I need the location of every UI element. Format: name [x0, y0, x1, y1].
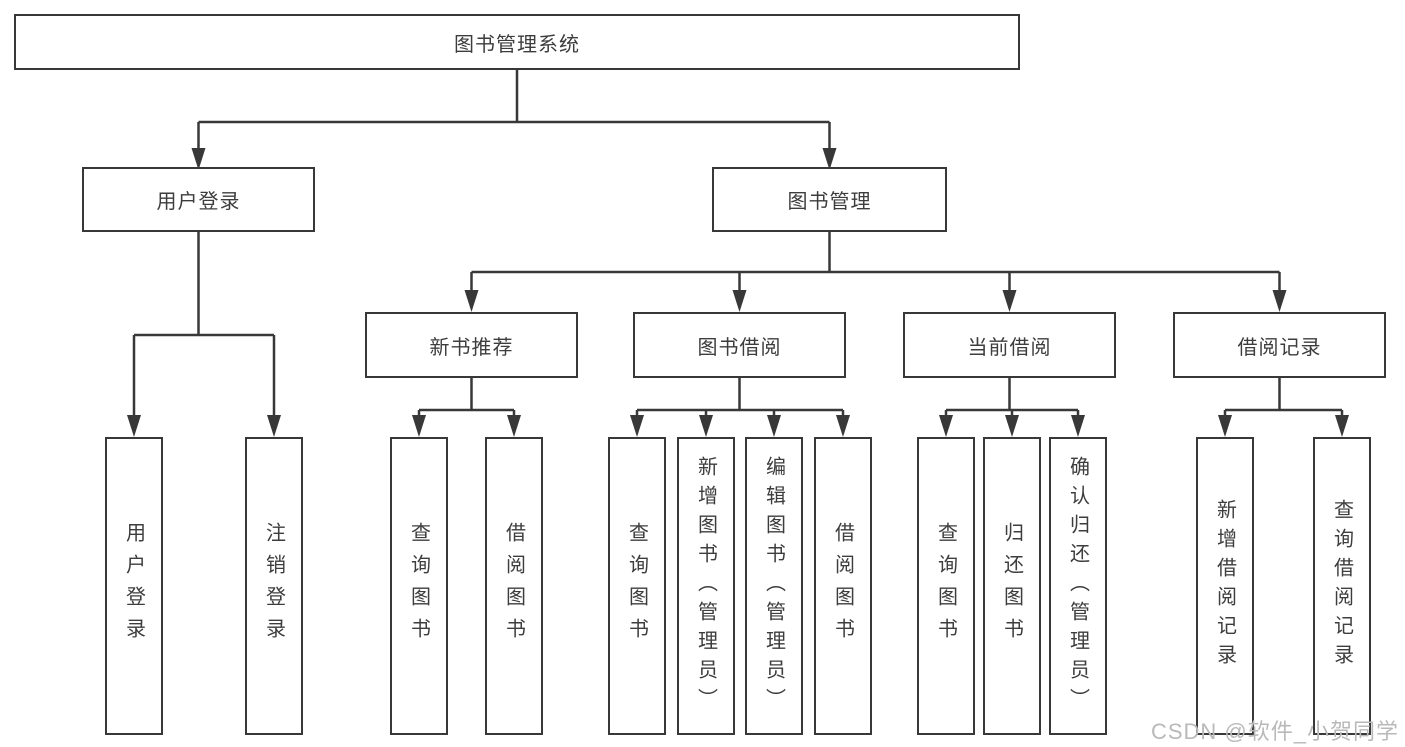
node-book-management: 图书管理 [712, 167, 947, 232]
connector-user-login-children [127, 232, 281, 437]
leaf-user-login: 用户登录 [105, 437, 163, 735]
connector-root-to-level2 [191, 70, 837, 170]
node-current-borrowing: 当前借阅 [903, 312, 1116, 378]
node-borrow-records: 借阅记录 [1173, 312, 1386, 378]
csdn-watermark: CSDN @软件_小贺同学 [1150, 719, 1399, 744]
connector-current-children [939, 378, 1085, 437]
node-library-management-system: 图书管理系统 [14, 14, 1020, 70]
leaf-records-add-borrow-record: 新增借阅记录 [1196, 437, 1254, 735]
leaf-current-return-books: 归还图书 [983, 437, 1041, 735]
leaf-borrowing-edit-books-admin: 编辑图书（管理员） [745, 437, 803, 735]
connector-borrowing-children [630, 378, 850, 437]
leaf-borrowing-borrow-books: 借阅图书 [814, 437, 872, 735]
leaf-current-query-books: 查询图书 [917, 437, 975, 735]
node-user-login: 用户登录 [82, 167, 315, 232]
leaf-logout: 注销登录 [245, 437, 303, 735]
node-book-borrowing: 图书借阅 [633, 312, 846, 378]
leaf-newbooks-query-books: 查询图书 [390, 437, 448, 735]
leaf-current-confirm-return-admin: 确认归还（管理员） [1049, 437, 1107, 735]
connector-records-children [1218, 378, 1349, 437]
connector-book-mgmt-to-level3 [464, 232, 1287, 312]
node-new-book-recommendation: 新书推荐 [365, 312, 578, 378]
leaf-records-query-borrow-record: 查询借阅记录 [1313, 437, 1371, 735]
leaf-newbooks-borrow-books: 借阅图书 [485, 437, 543, 735]
leaf-borrowing-add-books-admin: 新增图书（管理员） [677, 437, 735, 735]
leaf-borrowing-query-books: 查询图书 [608, 437, 666, 735]
connector-new-books-children [412, 378, 521, 437]
